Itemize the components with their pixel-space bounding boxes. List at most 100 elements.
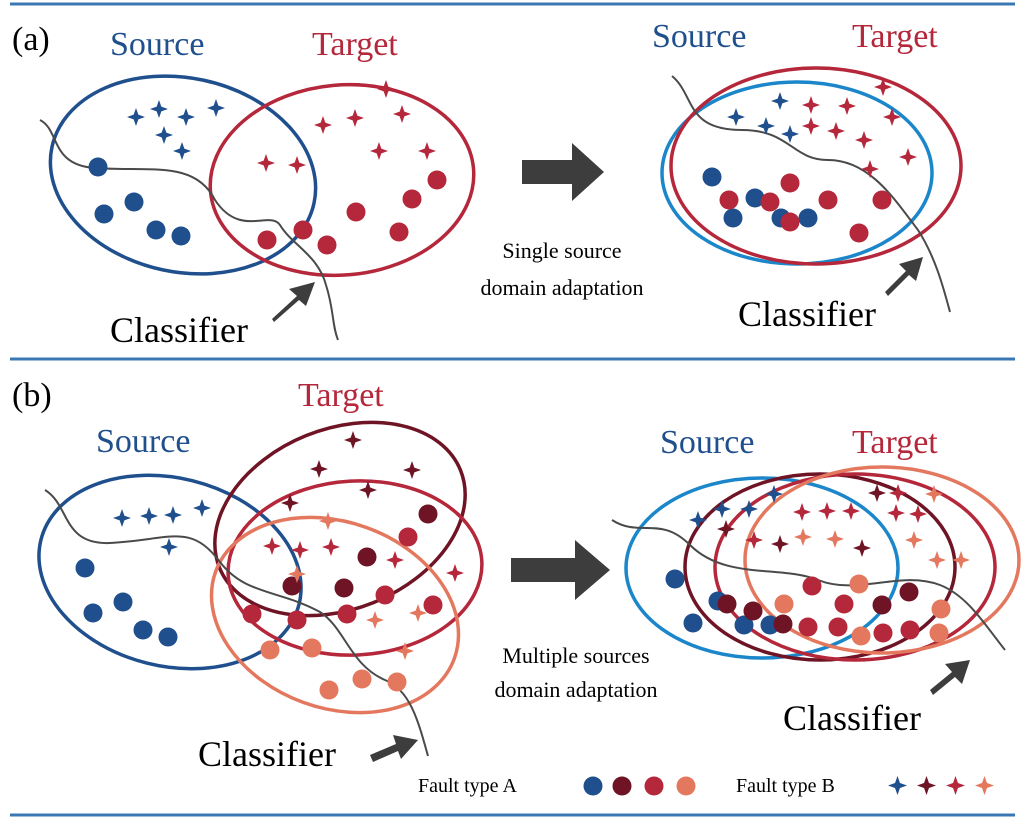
panel-a-after-target-ellipse (669, 66, 963, 266)
target3-star-marker (928, 551, 946, 569)
target2-circle-marker (873, 623, 893, 643)
panel-a-classifier-label: Classifier (110, 310, 248, 350)
target1-circle-marker (872, 595, 892, 615)
panel-b-before: Source Target (37, 377, 484, 774)
panel-b-after-source-ellipse (624, 476, 900, 660)
target3-star-marker (366, 611, 384, 629)
panel-a-after-source-label: Source (652, 18, 746, 55)
source-circle-marker (88, 157, 108, 177)
target-circle-marker (849, 223, 869, 243)
target1-circle-marker (773, 614, 793, 634)
panel-b-after-target-label: Target (852, 424, 938, 461)
source-star-marker (150, 100, 168, 118)
target2-circle-marker (834, 594, 854, 614)
panel-a-after-target-label: Target (852, 18, 938, 55)
panel-a-caption-line1: Single source (502, 238, 621, 263)
source-star-marker (689, 511, 707, 529)
target-circle-marker (780, 173, 800, 193)
target2-circle-marker (423, 595, 443, 615)
target1-circle-marker (357, 547, 377, 567)
panel-b-target-domain-2-ellipse (226, 479, 484, 657)
source-star-marker (127, 108, 145, 126)
source-star-marker (771, 92, 789, 110)
source-star-marker (193, 499, 211, 517)
legend-fault-b-star-icon (946, 776, 965, 795)
panel-a-target-label: Target (312, 26, 398, 63)
panel-a-after: Source Target (652, 18, 963, 334)
panel-b-after-target-2-ellipse (713, 472, 997, 662)
target1-star-marker (771, 535, 789, 553)
target3-star-marker (826, 530, 844, 548)
source-star-marker (173, 142, 191, 160)
panel-a-adaptation-arrow (522, 143, 604, 201)
target1-star-marker (359, 481, 377, 499)
source-circle-marker (745, 188, 765, 208)
target-star-marker (346, 109, 364, 127)
target3-circle-marker (931, 599, 951, 619)
panel-a-after-source-ellipse (660, 80, 934, 266)
target1-circle-marker (282, 576, 302, 596)
panel-b-classifier-label: Classifier (198, 734, 336, 774)
panel-b: (b) Source Target (12, 377, 1021, 774)
target2-circle-marker (287, 610, 307, 630)
legend-fault-a-circle-icon (676, 776, 696, 796)
source-circle-marker (734, 615, 754, 635)
target2-circle-marker (242, 604, 262, 624)
target-star-marker (257, 154, 275, 172)
target-star-marker (838, 97, 856, 115)
source-circle-marker (124, 192, 144, 212)
legend-fault-b-label: Fault type B (736, 775, 835, 797)
target1-circle-marker (418, 504, 438, 524)
target2-star-marker (446, 564, 464, 582)
target-circle-marker (293, 220, 313, 240)
panel-b-source-domain-ellipse (37, 473, 303, 671)
target2-circle-marker (798, 617, 818, 637)
target3-circle-marker (387, 672, 407, 692)
target3-circle-marker (260, 640, 280, 660)
target-circle-marker (818, 190, 838, 210)
target3-circle-marker (319, 680, 339, 700)
panel-b-after: Source Target (611, 424, 1021, 738)
source-circle-marker (702, 167, 722, 187)
panel-a: (a) Source Target (12, 18, 963, 350)
legend: Fault type A Fault type B (418, 775, 994, 797)
target2-star-marker (887, 504, 905, 522)
panel-a-before: Source Target (39, 26, 476, 350)
target2-star-marker (322, 538, 340, 556)
source-circle-marker (113, 592, 133, 612)
panel-a-classifier-pointer-arrow (272, 282, 315, 322)
legend-fault-b-star-icon (975, 776, 994, 795)
legend-fault-b-star-icon (917, 776, 936, 795)
source-circle-marker (798, 208, 818, 228)
target1-star-marker (853, 539, 871, 557)
panel-b-caption-line2: domain adaptation (494, 677, 657, 702)
panel-b-source-label: Source (96, 423, 190, 460)
panel-a-source-label: Source (110, 26, 204, 63)
target-circle-marker (872, 190, 892, 210)
source-circle-marker (665, 569, 685, 589)
target-star-marker (861, 160, 879, 178)
target3-circle-marker (774, 594, 794, 614)
target-star-marker (802, 96, 820, 114)
panel-a-after-classifier-boundary (671, 75, 951, 313)
legend-fault-a-circle-icon (644, 776, 664, 796)
legend-fault-a-circle-icon (612, 776, 632, 796)
source-star-marker (177, 108, 195, 126)
panel-a-classifier-boundary (39, 119, 339, 341)
target-star-marker (802, 117, 820, 135)
target-star-marker (370, 142, 388, 160)
source-circle-marker (171, 226, 191, 246)
panel-a-after-classifier-pointer-arrow (885, 257, 923, 296)
source-circle-marker (723, 208, 743, 228)
panel-b-classifier-pointer-arrow (370, 735, 418, 762)
legend-fault-b-star-icon (888, 776, 907, 795)
panel-b-after-source-label: Source (660, 424, 754, 461)
source-star-marker (164, 506, 182, 524)
target2-circle-marker (900, 620, 920, 640)
target1-circle-marker (334, 578, 354, 598)
source-circle-marker (83, 603, 103, 623)
target-circle-marker (402, 189, 422, 209)
source-circle-marker (146, 220, 166, 240)
